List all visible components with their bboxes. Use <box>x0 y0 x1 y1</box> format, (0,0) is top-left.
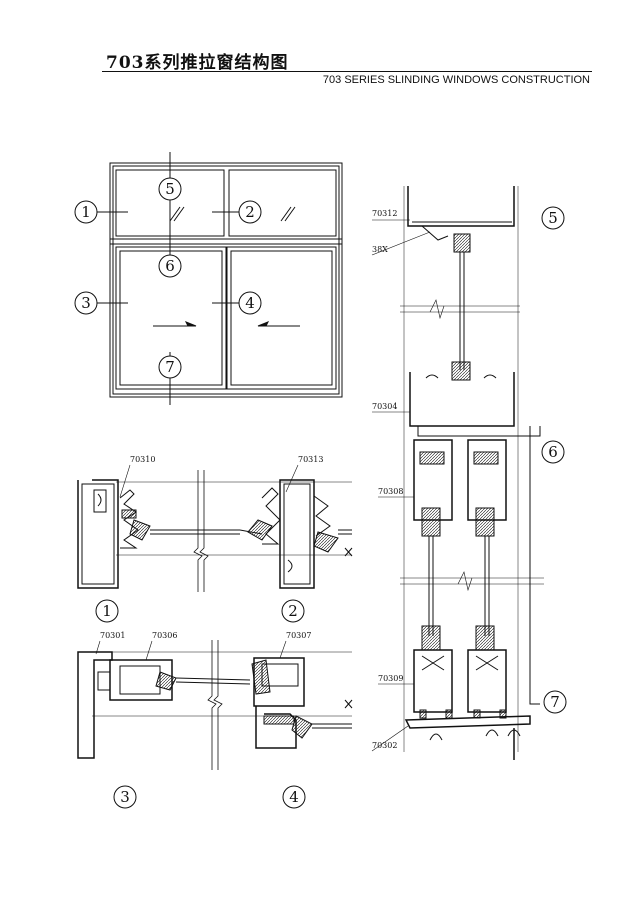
callout-1: 1 <box>74 200 98 224</box>
callout-1-label: 1 <box>81 203 91 221</box>
section-callout-6: 6 <box>541 440 565 464</box>
detail-caption-4-label: 4 <box>289 788 299 806</box>
label-70302: 70302 <box>372 741 397 750</box>
label-70308: 70308 <box>378 487 403 496</box>
label-70304: 70304 <box>372 402 397 411</box>
label-70306: 70306 <box>152 631 177 640</box>
label-70301: 70301 <box>100 631 125 640</box>
label-70310: 70310 <box>130 455 155 464</box>
label-38x: 38X <box>372 245 388 254</box>
detail-caption-1: 1 <box>95 599 119 623</box>
label-70307: 70307 <box>286 631 311 640</box>
detail-caption-4: 4 <box>282 785 306 809</box>
callout-4-label: 4 <box>245 294 255 312</box>
callout-7: 7 <box>158 355 182 379</box>
section-callout-6-label: 6 <box>548 443 558 461</box>
drawing-title-chinese: 703系列推拉窗结构图 <box>106 53 289 73</box>
section-callout-5: 5 <box>541 206 565 230</box>
callout-2: 2 <box>238 200 262 224</box>
callout-4: 4 <box>238 291 262 315</box>
label-70313: 70313 <box>298 455 323 464</box>
callout-2-label: 2 <box>245 203 255 221</box>
callout-3-label: 3 <box>81 294 91 312</box>
detail-caption-3: 3 <box>113 785 137 809</box>
drawing-title-english: 703 SERIES SLINDING WINDOWS CONSTRUCTION <box>322 74 590 86</box>
callout-5: 5 <box>158 177 182 201</box>
callout-7-label: 7 <box>165 358 175 376</box>
detail-caption-1-label: 1 <box>102 602 112 620</box>
section-callout-7: 7 <box>543 690 567 714</box>
detail-caption-2: 2 <box>281 599 305 623</box>
window-elevation <box>96 152 343 405</box>
callout-3: 3 <box>74 291 98 315</box>
detail-1-2-section <box>77 470 353 592</box>
section-callout-7-label: 7 <box>550 693 560 711</box>
title-rule <box>102 71 592 72</box>
label-70312: 70312 <box>372 209 397 218</box>
callout-6: 6 <box>158 254 182 278</box>
detail-caption-2-label: 2 <box>288 602 298 620</box>
section-callout-5-label: 5 <box>548 209 558 227</box>
detail-caption-3-label: 3 <box>120 788 130 806</box>
detail-3-4-section <box>77 640 353 770</box>
label-70309: 70309 <box>378 674 403 683</box>
callout-5-label: 5 <box>165 180 175 198</box>
vertical-section <box>400 186 544 760</box>
callout-6-label: 6 <box>165 257 175 275</box>
